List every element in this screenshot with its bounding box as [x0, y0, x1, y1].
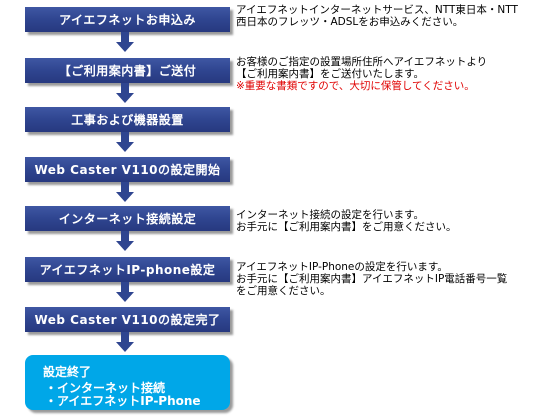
down-arrow-icon [116, 182, 134, 202]
note-line: お客様のご指定の設置場所住所へアイエフネットより [236, 56, 488, 68]
step-ipphone-setup: アイエフネットIP-phone設定 [25, 257, 230, 282]
down-arrow-icon [116, 32, 134, 52]
step-setup-start: Web Caster V110の設定開始 [25, 157, 230, 182]
step-internet-setup: インターネット接続設定 [25, 206, 230, 231]
setup-finished-box: 設定終了 ・インターネット接続 ・アイエフネットIP-Phone [25, 355, 230, 410]
down-arrow-icon [116, 231, 134, 251]
note-line: お手元に【ご利用案内書】アイエフネットIP電話番号一覧 [236, 273, 508, 285]
down-arrow-icon [116, 332, 134, 352]
note-internet: インターネット接続の設定を行います。 お手元に【ご利用案内書】をご用意ください。 [236, 209, 457, 233]
note-line: お手元に【ご利用案内書】をご用意ください。 [236, 221, 457, 233]
final-title: 設定終了 [43, 365, 92, 379]
note-guide: お客様のご指定の設置場所住所へアイエフネットより 【ご利用案内書】をご送付いたし… [236, 56, 487, 92]
down-arrow-icon [116, 132, 134, 152]
final-item-internet: ・インターネット接続 [45, 381, 166, 395]
note-line: をご用意ください。 [236, 285, 331, 297]
note-warning: ※重要な書類ですので、大切に保管してください。 [236, 80, 475, 92]
note-line: アイエフネットインターネットサービス、NTT東日本・NTT [236, 4, 518, 16]
step-guide-delivery: 【ご利用案内書】ご送付 [25, 58, 230, 83]
note-ipphone: アイエフネットIP-Phoneの設定を行います。 お手元に【ご利用案内書】アイエ… [236, 261, 507, 297]
step-installation: 工事および機器設置 [25, 107, 230, 132]
note-apply: アイエフネットインターネットサービス、NTT東日本・NTT 西日本のフレッツ・A… [236, 4, 518, 28]
note-line: インターネット接続の設定を行います。 [236, 209, 424, 221]
note-line: 【ご利用案内書】をご送付いたします。 [236, 68, 424, 80]
down-arrow-icon [116, 282, 134, 302]
note-line: 西日本のフレッツ・ADSLをお申込みください。 [236, 16, 464, 28]
final-item-ipphone: ・アイエフネットIP-Phone [45, 394, 201, 408]
note-line: アイエフネットIP-Phoneの設定を行います。 [236, 261, 448, 273]
step-setup-complete: Web Caster V110の設定完了 [25, 307, 230, 332]
down-arrow-icon [116, 83, 134, 103]
step-apply: アイエフネットお申込み [25, 7, 230, 32]
